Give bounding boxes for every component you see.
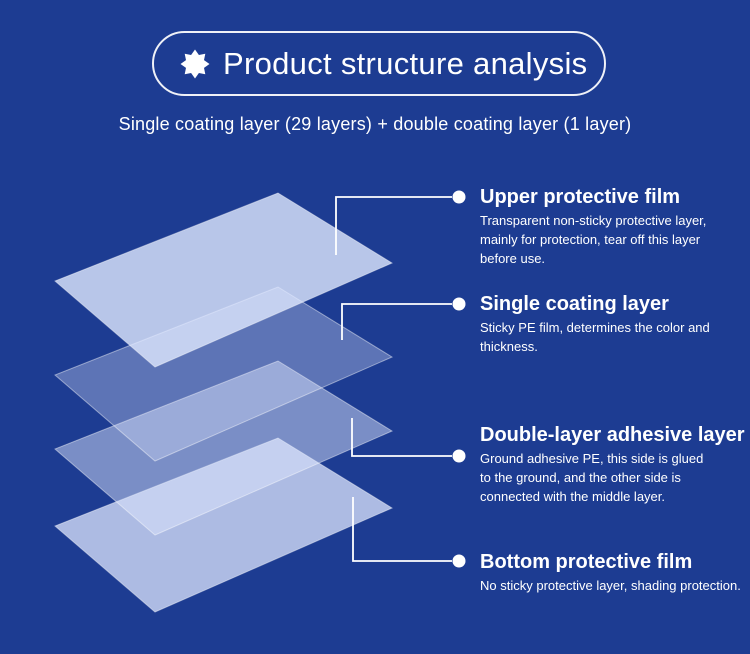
section-description: Transparent non-sticky protective layer,… [480,211,745,268]
desc-line: Ground adhesive PE, this side is glued [480,451,704,466]
desc-line: before use. [480,251,546,266]
layer-polygon-upper-protective-film [54,192,394,368]
layer-polygon-double-layer-adhesive [54,360,394,536]
bullet-dot-bottom-film [452,554,466,568]
bullet-dot-single-coating [452,297,466,311]
bullet-dot-double-adhesive [452,449,466,463]
section-single-coating-layer: Single coating layer Sticky PE film, det… [480,293,745,356]
connector-line-upper-film [335,196,452,255]
desc-line: connected with the middle layer. [480,489,665,504]
desc-line: Sticky PE film, determines the color and [480,320,710,335]
desc-line: No sticky protective layer, shading prot… [480,578,741,593]
layer-polygon-single-coating [54,286,394,462]
section-title: Bottom protective film [480,551,693,573]
section-double-layer-adhesive: Double-layer adhesive layer Ground adhes… [480,424,745,506]
connector-line-bottom-film [352,497,452,562]
section-title: Single coating layer [480,293,669,315]
section-description: Sticky PE film, determines the color and… [480,318,745,356]
section-description: No sticky protective layer, shading prot… [480,576,745,595]
desc-line: to the ground, and the other side is [480,470,681,485]
eight-point-star-icon [180,49,210,78]
desc-line: Transparent non-sticky protective layer, [480,213,707,228]
section-title: Double-layer adhesive layer [480,424,745,446]
desc-line: thickness. [480,339,538,354]
page-title: Product structure analysis [223,45,588,81]
layer-polygon-bottom-protective-film [54,437,394,613]
subtitle: Single coating layer (29 layers) + doubl… [118,114,632,134]
connector-line-single-coating [341,303,452,340]
header-pill: Product structure analysis [152,31,606,96]
section-description: Ground adhesive PE, this side is glued t… [480,449,745,506]
connector-line-double-adhesive [351,418,452,457]
section-title: Upper protective film [480,186,681,208]
section-bottom-protective-film: Bottom protective film No sticky protect… [480,551,745,595]
section-upper-protective-film: Upper protective film Transparent non-st… [480,186,745,268]
bullet-dot-upper-film [452,190,466,204]
desc-line: mainly for protection, tear off this lay… [480,232,701,247]
